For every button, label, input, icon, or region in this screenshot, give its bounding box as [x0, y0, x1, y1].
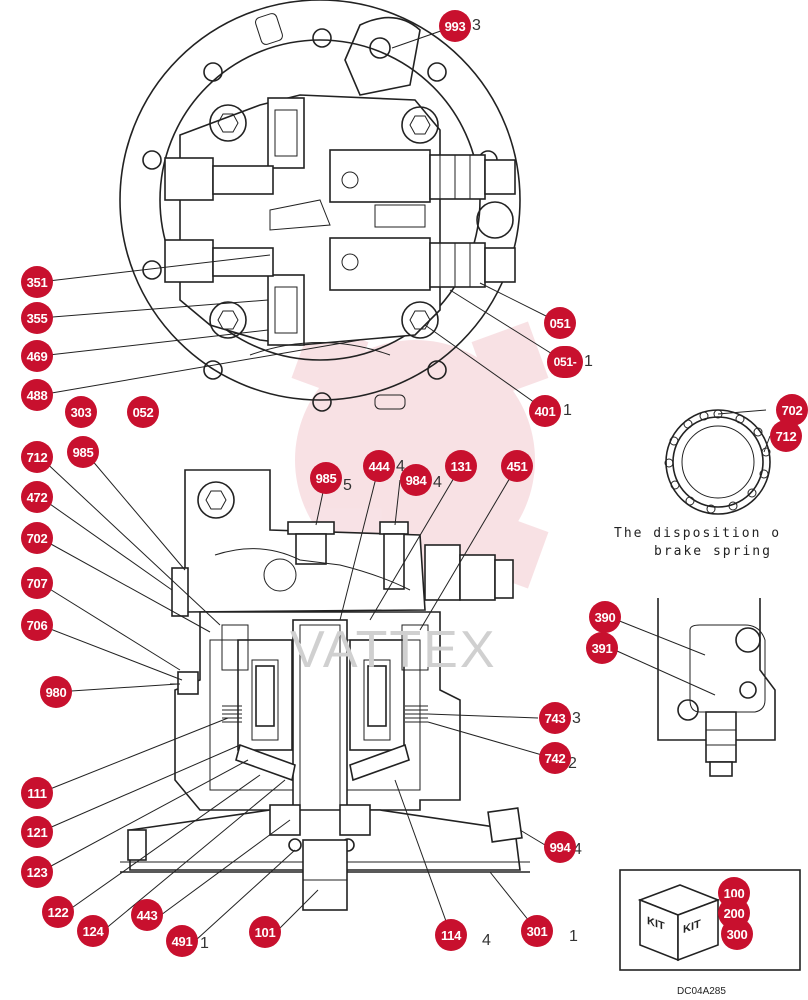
callout-488[interactable]: 488: [21, 379, 53, 411]
ghost-491: 1: [200, 935, 209, 952]
callout-706[interactable]: 706: [21, 609, 53, 641]
callout-712-detail[interactable]: 712: [770, 420, 802, 452]
callout-131[interactable]: 131: [445, 450, 477, 482]
brake-spring-detail: [664, 409, 771, 515]
callout-469[interactable]: 469: [21, 340, 53, 372]
callout-491[interactable]: 491: [166, 925, 198, 957]
callout-401[interactable]: 401: [529, 395, 561, 427]
callout-980[interactable]: 980: [40, 676, 72, 708]
drawing-code: DC04A285: [677, 986, 726, 997]
callout-300[interactable]: 300: [721, 918, 753, 950]
callout-451[interactable]: 451: [501, 450, 533, 482]
callout-122[interactable]: 122: [42, 896, 74, 928]
callout-472[interactable]: 472: [21, 481, 53, 513]
callout-712[interactable]: 712: [21, 441, 53, 473]
callout-114[interactable]: 114: [435, 919, 467, 951]
callout-351[interactable]: 351: [21, 266, 53, 298]
callout-707[interactable]: 707: [21, 567, 53, 599]
callout-984[interactable]: 984: [400, 464, 432, 496]
caption-line-1: The disposition o: [614, 526, 782, 541]
ghost-301: 1: [569, 928, 578, 945]
ghost-993: 3: [472, 17, 481, 34]
callout-303[interactable]: 303: [65, 396, 97, 428]
ghost-401: 1: [563, 402, 572, 419]
ghost-985b: 5: [343, 477, 352, 494]
callout-111[interactable]: 111: [21, 777, 53, 809]
top-view-housing: [119, 0, 521, 412]
callout-444[interactable]: 444: [363, 450, 395, 482]
ghost-051-1: 1: [584, 353, 593, 370]
callout-124[interactable]: 124: [77, 915, 109, 947]
caption-line-2: brake spring: [654, 544, 772, 559]
kit-box: [619, 869, 801, 971]
callout-743[interactable]: 743: [539, 702, 571, 734]
leader-lines: [39, 25, 771, 941]
callout-702[interactable]: 702: [21, 522, 53, 554]
callout-051[interactable]: 051: [544, 307, 576, 339]
ghost-984: 4: [433, 474, 442, 491]
ghost-994: 4: [573, 841, 582, 858]
ghost-742: 2: [568, 755, 577, 772]
callout-993[interactable]: 993: [439, 10, 471, 42]
callout-301[interactable]: 301: [521, 915, 553, 947]
callout-391[interactable]: 391: [586, 632, 618, 664]
callout-985-left[interactable]: 985: [67, 436, 99, 468]
port-detail: [657, 598, 776, 777]
ghost-114: 4: [482, 932, 491, 949]
callout-101[interactable]: 101: [249, 916, 281, 948]
ghost-444: 4: [396, 458, 405, 475]
ghost-743: 3: [572, 710, 581, 727]
callout-985-center[interactable]: 985: [310, 462, 342, 494]
callout-355[interactable]: 355: [21, 302, 53, 334]
callout-742[interactable]: 742: [539, 742, 571, 774]
callout-123[interactable]: 123: [21, 856, 53, 888]
watermark-text: VATTEX: [290, 621, 497, 679]
callout-121[interactable]: 121: [21, 816, 53, 848]
callout-052[interactable]: 052: [127, 396, 159, 428]
brake-plates: [222, 705, 428, 723]
callout-051-1[interactable]: 051-: [547, 346, 583, 378]
callout-390[interactable]: 390: [589, 601, 621, 633]
callout-994[interactable]: 994: [544, 831, 576, 863]
callout-443[interactable]: 443: [131, 899, 163, 931]
